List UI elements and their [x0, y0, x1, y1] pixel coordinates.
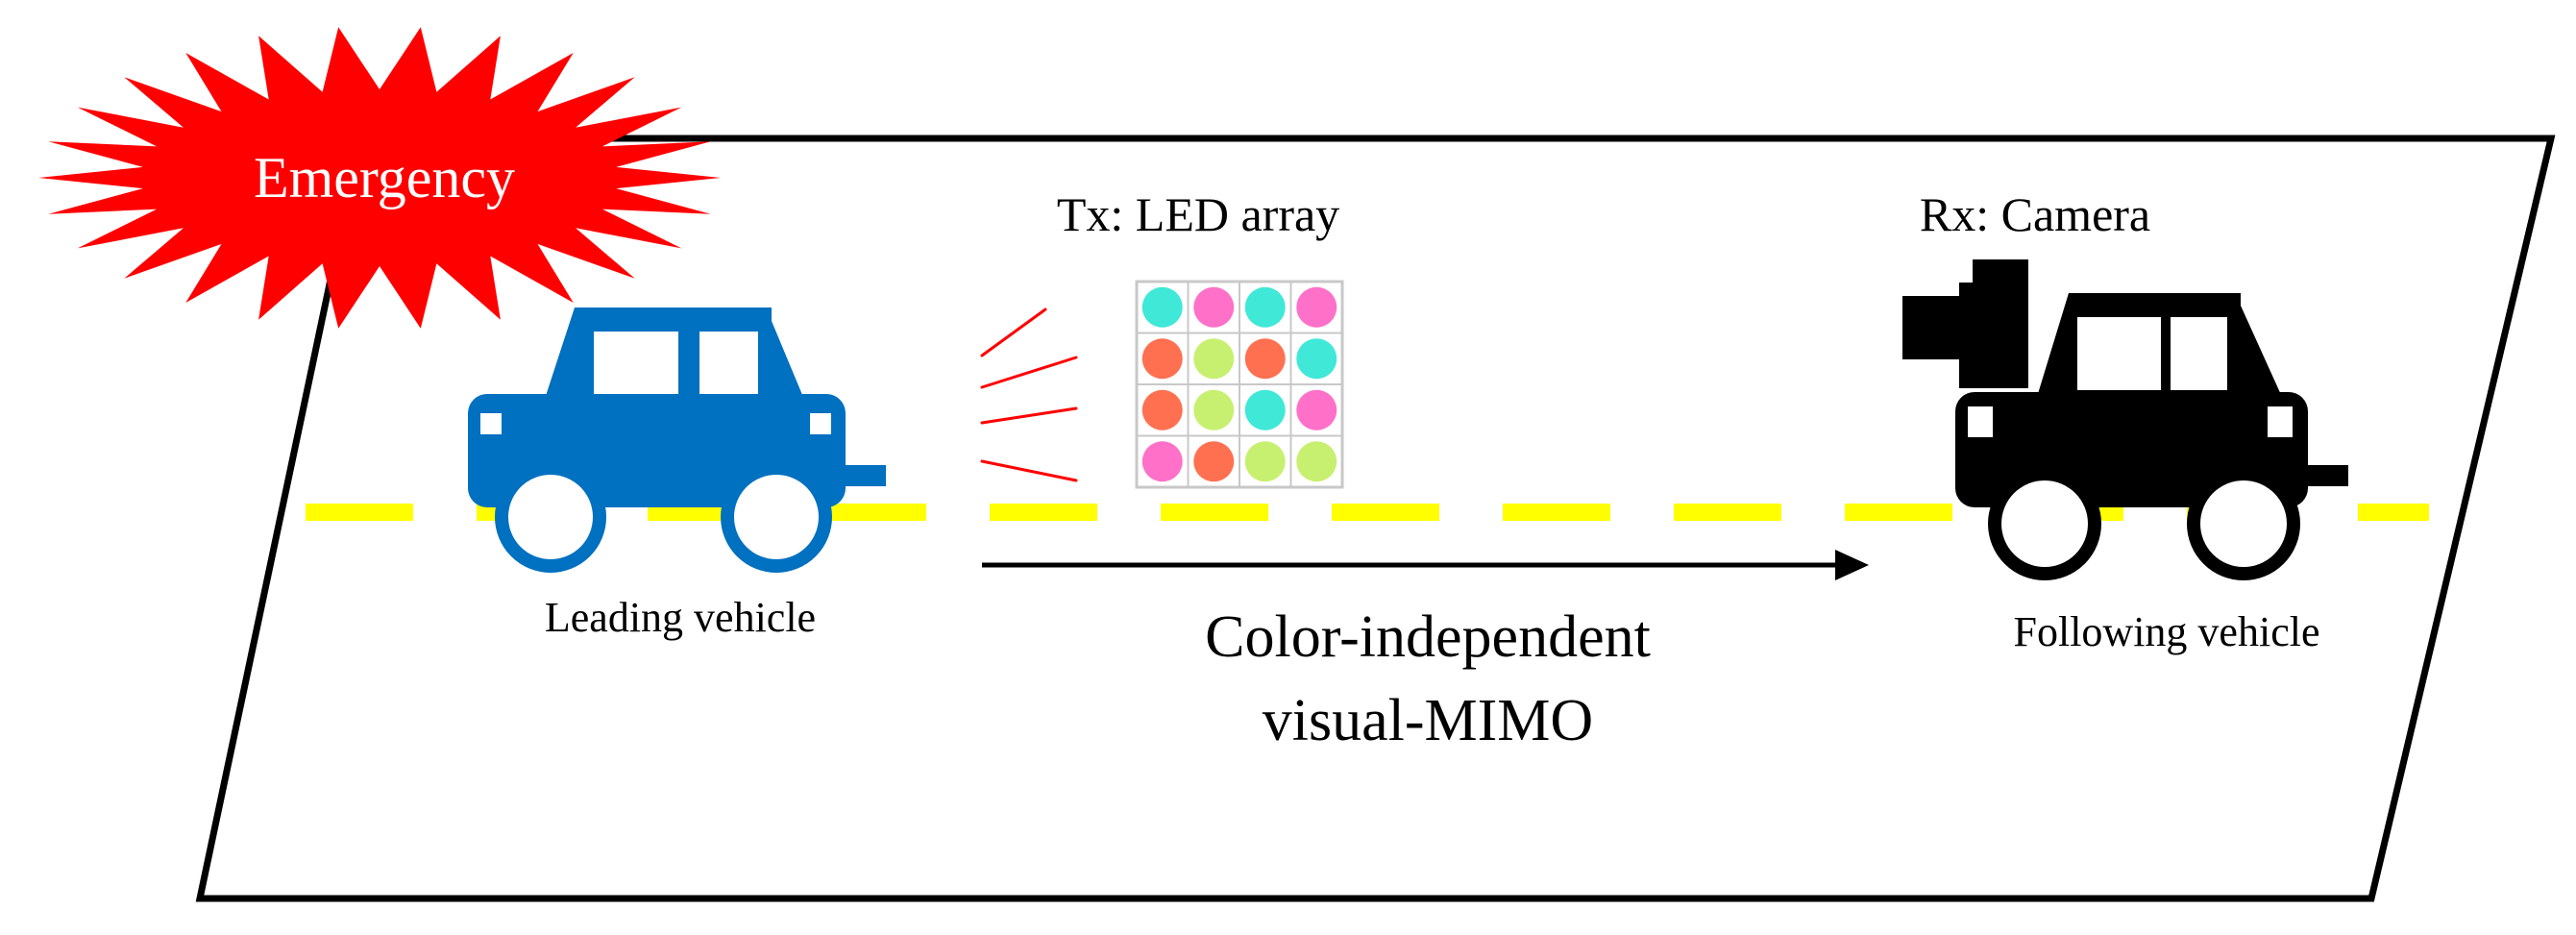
wheel-left	[1988, 467, 2101, 580]
camera-lens	[1902, 296, 1964, 359]
ray	[980, 308, 1047, 357]
window-right	[699, 332, 758, 399]
taillight	[810, 413, 831, 434]
car-bumper	[836, 465, 886, 486]
burst-star-icon	[38, 27, 721, 329]
leading-vehicle-icon	[468, 308, 886, 573]
led-cyan	[1244, 389, 1286, 431]
led-orange	[1193, 441, 1235, 482]
ray	[980, 356, 1078, 389]
method-label-line2: visual-MIMO	[1263, 688, 1593, 753]
following-vehicle-label: Following vehicle	[2014, 608, 2320, 655]
led-magenta	[1296, 286, 1337, 328]
led-orange	[1244, 338, 1286, 380]
rx-label: Rx: Camera	[1920, 187, 2150, 241]
led-magenta	[1141, 441, 1183, 482]
headlight	[480, 413, 502, 434]
tx-label: Tx: LED array	[1057, 187, 1339, 241]
led-lime	[1296, 441, 1337, 482]
camera-body	[1959, 283, 2028, 388]
led-lime	[1193, 389, 1235, 431]
window-right	[2171, 317, 2227, 390]
ray	[980, 406, 1078, 425]
led-array	[1135, 280, 1344, 489]
window-left	[2077, 317, 2161, 390]
camera-icon	[1902, 259, 2028, 388]
ray	[980, 459, 1078, 482]
led-magenta	[1296, 389, 1337, 431]
headlight	[1968, 406, 1993, 437]
leading-vehicle-label: Leading vehicle	[545, 594, 816, 641]
car-bumper	[2298, 465, 2348, 486]
led-cyan	[1296, 338, 1337, 380]
burst-label: Emergency	[254, 146, 515, 209]
led-cyan	[1141, 286, 1183, 328]
arrow-head-icon	[1835, 550, 1869, 580]
led-lime	[1193, 338, 1235, 380]
emergency-burst: Emergency	[38, 27, 721, 329]
led-magenta	[1193, 286, 1235, 328]
following-vehicle-icon	[1955, 293, 2348, 580]
taillight	[2268, 406, 2293, 437]
window-left	[594, 332, 678, 399]
direction-arrow	[982, 550, 1869, 580]
wheel-right	[2187, 467, 2300, 580]
emission-rays	[980, 308, 1078, 482]
led-orange	[1141, 338, 1183, 380]
wheel-right	[721, 461, 832, 573]
led-lime	[1244, 441, 1286, 482]
led-orange	[1141, 389, 1183, 431]
led-cyan	[1244, 286, 1286, 328]
method-label-line1: Color-independent	[1205, 604, 1651, 670]
wheel-left	[495, 461, 606, 573]
